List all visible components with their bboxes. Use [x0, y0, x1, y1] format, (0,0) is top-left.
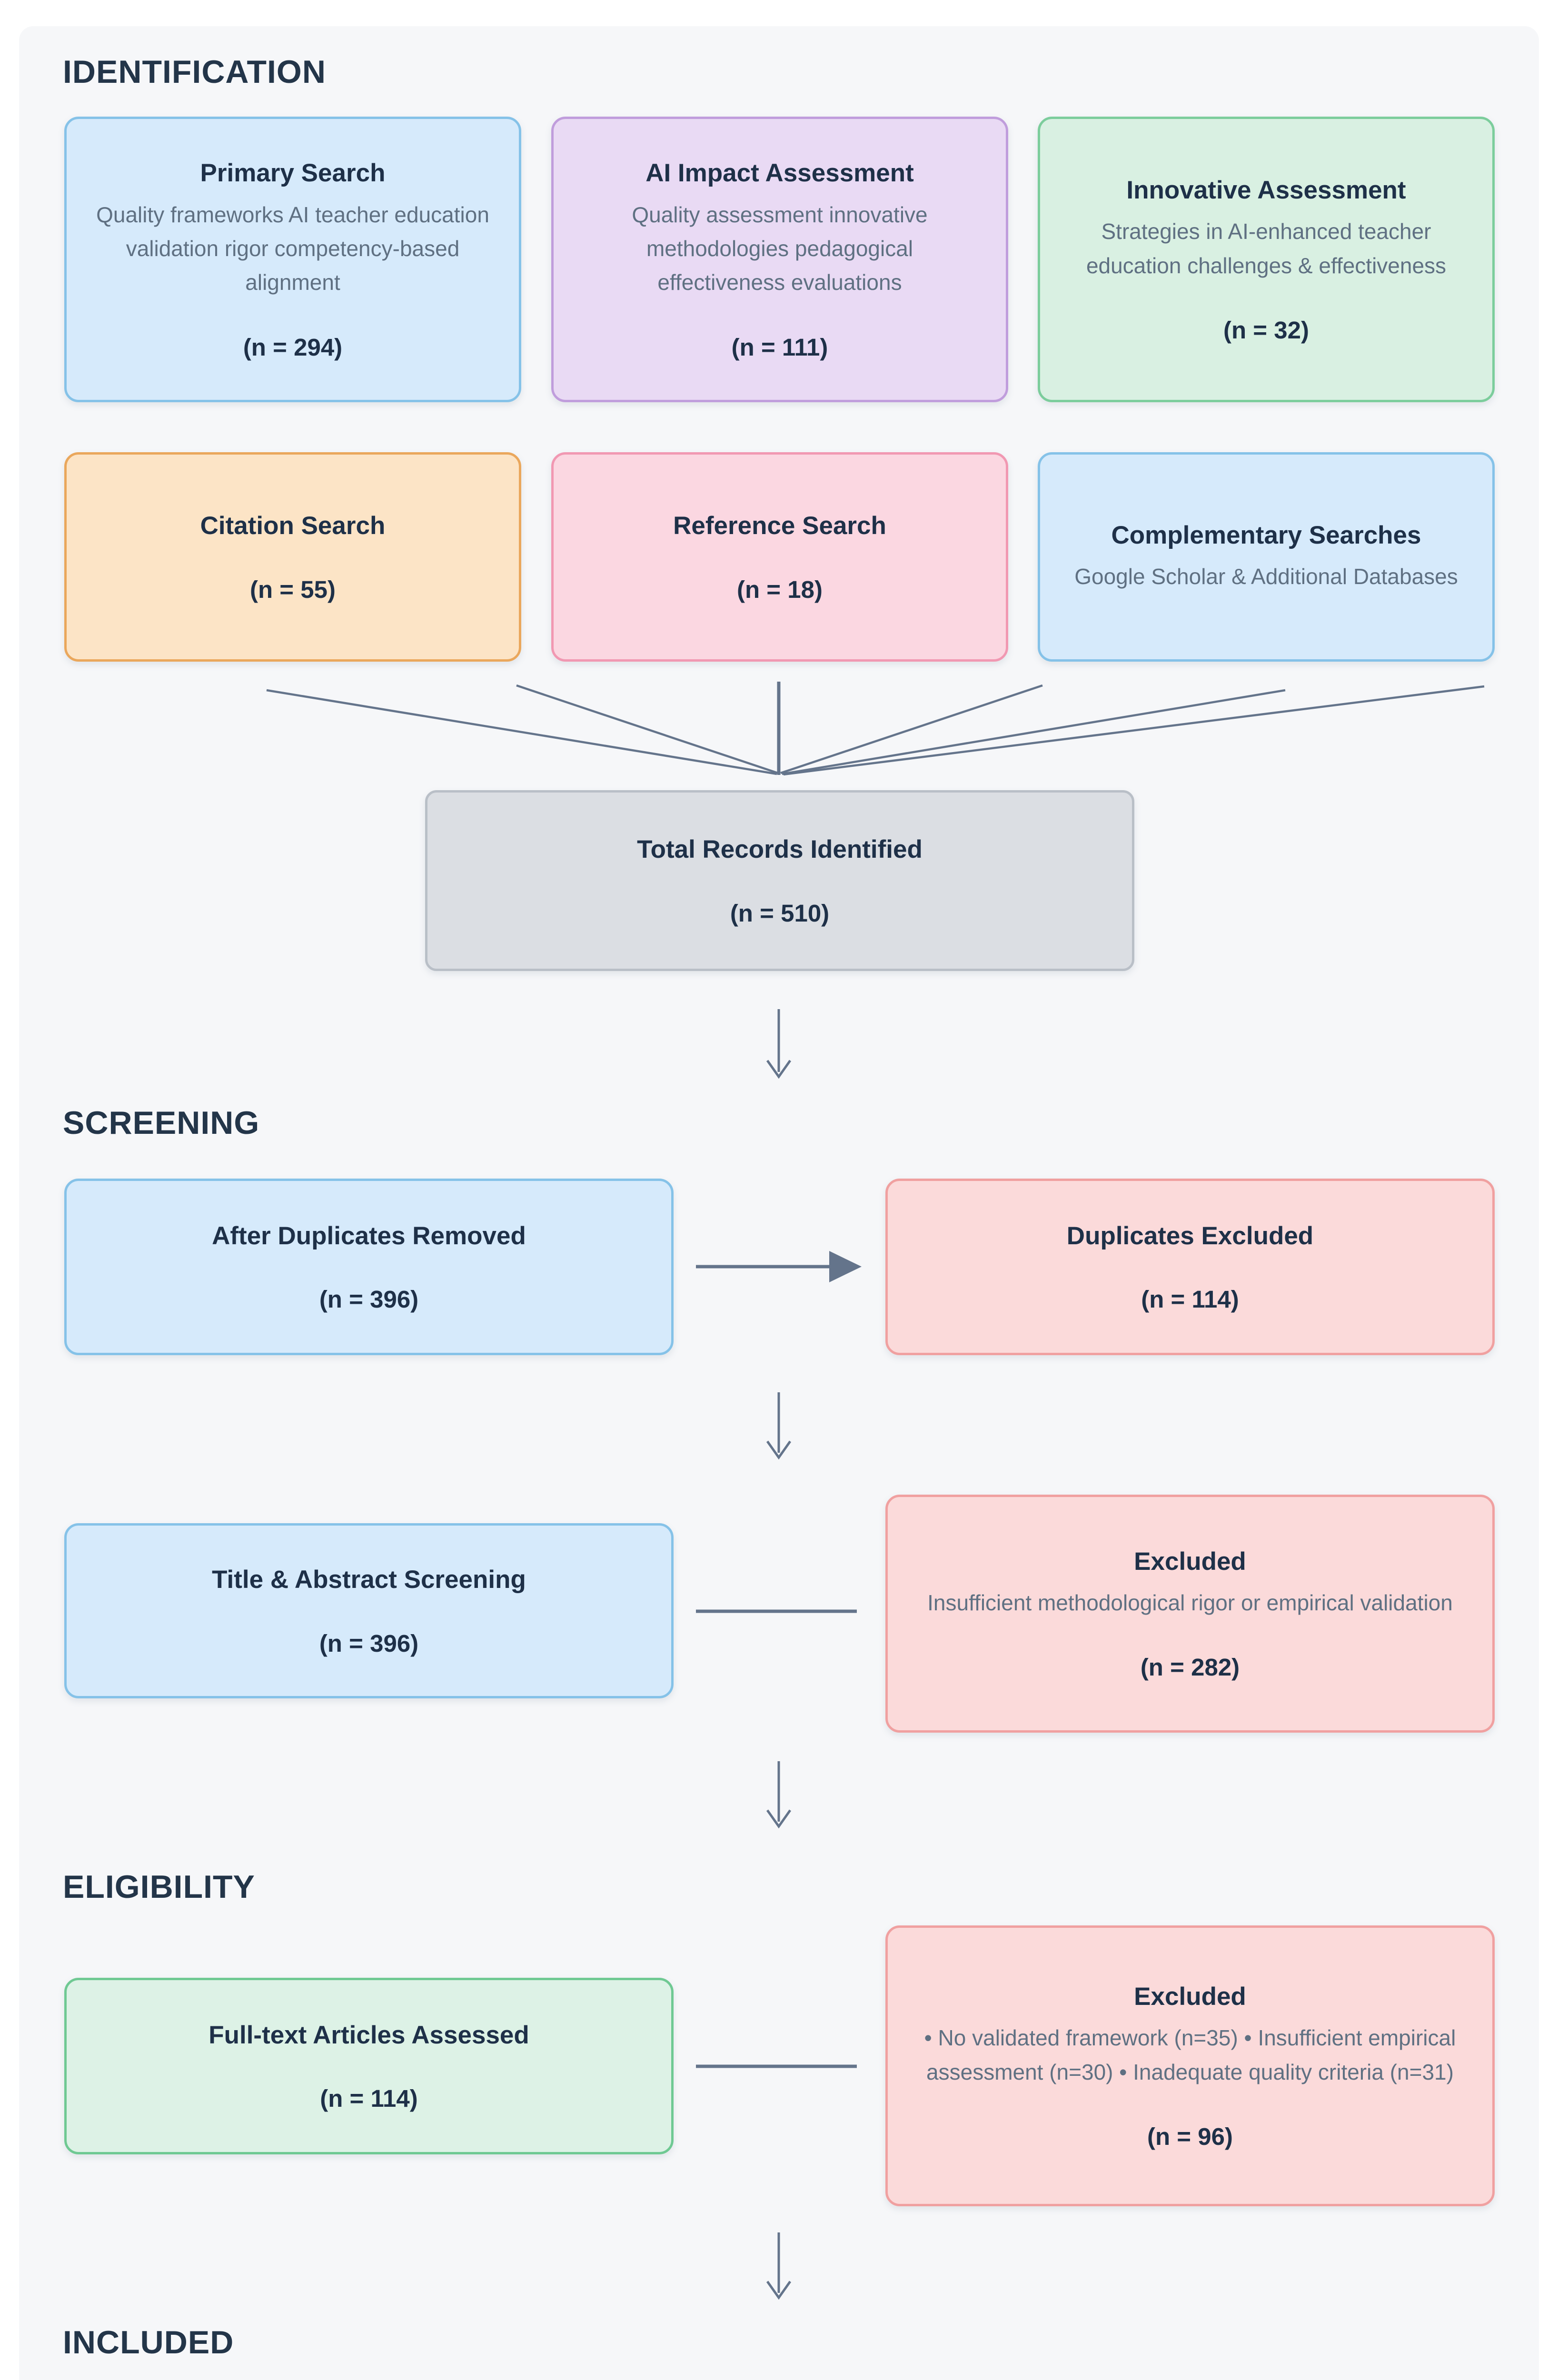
box-subtitle: Strategies in AI-enhanced teacher educat…	[1086, 219, 1447, 278]
box-count: (n = 114)	[1141, 1286, 1239, 1313]
box-excluded-eligibility: Excluded • No validated framework (n=35)…	[885, 1925, 1495, 2206]
box-count: (n = 18)	[737, 575, 823, 603]
box-citation-search: Citation Search (n = 55)	[64, 452, 521, 662]
box-title: Citation Search	[200, 512, 386, 540]
box-reference-search: Reference Search (n = 18)	[551, 452, 1008, 662]
box-count: (n = 294)	[243, 333, 343, 361]
section-heading-screening: SCREENING	[63, 1105, 260, 1141]
box-title: Excluded	[1134, 1983, 1246, 2011]
section-heading-included: INCLUDED	[63, 2324, 234, 2360]
box-title: Full-text Articles Assessed	[208, 2021, 529, 2049]
box-title-abstract-screening: Title & Abstract Screening (n = 396)	[64, 1523, 674, 1698]
box-primary-search: Primary Search Quality frameworks AI tea…	[64, 117, 521, 402]
box-subtitle: Quality assessment innovative methodolog…	[632, 202, 928, 295]
box-excluded-screening: Excluded Insufficient methodological rig…	[885, 1495, 1495, 1733]
box-title: Reference Search	[673, 512, 886, 540]
box-subtitle: • No validated framework (n=35) • Insuff…	[924, 2025, 1456, 2084]
box-title: Total Records Identified	[637, 835, 923, 864]
box-count: (n = 510)	[730, 899, 830, 927]
box-title: Title & Abstract Screening	[212, 1566, 526, 1594]
box-count: (n = 396)	[319, 1629, 419, 1657]
box-count: (n = 114)	[320, 2085, 418, 2112]
box-count: (n = 111)	[731, 333, 828, 361]
box-title: Complementary Searches	[1111, 521, 1421, 550]
box-total-records-identified: Total Records Identified (n = 510)	[425, 790, 1134, 971]
box-title: AI Impact Assessment	[645, 159, 914, 188]
section-heading-identification: IDENTIFICATION	[63, 54, 326, 90]
box-title: Duplicates Excluded	[1066, 1221, 1314, 1250]
box-innovative-assessment: Innovative Assessment Strategies in AI-e…	[1038, 117, 1495, 402]
box-count: (n = 32)	[1223, 316, 1309, 344]
box-title: Excluded	[1134, 1547, 1246, 1576]
box-count: (n = 96)	[1147, 2122, 1233, 2150]
box-complementary-searches: Complementary Searches Google Scholar & …	[1038, 452, 1495, 662]
box-count: (n = 396)	[319, 1286, 419, 1313]
box-title: Primary Search	[200, 159, 386, 188]
box-duplicates-excluded: Duplicates Excluded (n = 114)	[885, 1179, 1495, 1355]
box-after-duplicates-removed: After Duplicates Removed (n = 396)	[64, 1179, 674, 1355]
box-subtitle: Google Scholar & Additional Databases	[1074, 564, 1458, 589]
section-heading-eligibility: ELIGIBILITY	[63, 1869, 255, 1905]
box-ai-impact-assessment: AI Impact Assessment Quality assessment …	[551, 117, 1008, 402]
box-fulltext-articles-assessed: Full-text Articles Assessed (n = 114)	[64, 1978, 674, 2154]
box-title: Innovative Assessment	[1126, 176, 1406, 205]
box-count: (n = 55)	[250, 575, 336, 603]
box-subtitle: Insufficient methodological rigor or emp…	[927, 1590, 1453, 1615]
box-title: After Duplicates Removed	[212, 1221, 526, 1250]
box-subtitle: Quality frameworks AI teacher education …	[96, 202, 489, 295]
box-count: (n = 282)	[1140, 1654, 1240, 1681]
